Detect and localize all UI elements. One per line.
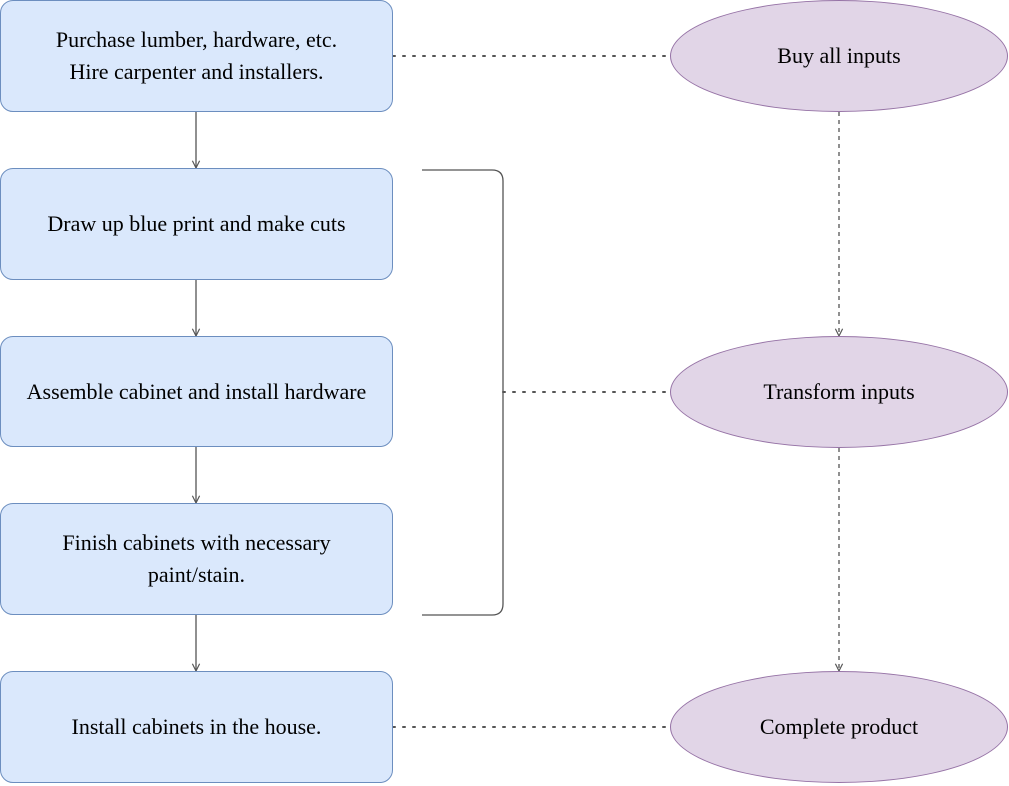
phase-complete-label: Complete product <box>759 714 919 739</box>
phase-buy-label: Buy all inputs <box>777 43 901 68</box>
step-install-label: Install cabinets in the house. <box>71 714 322 740</box>
phase-transform-ellipse: Transform inputs <box>670 336 1008 448</box>
phase-transform-label: Transform inputs <box>763 379 915 404</box>
step-purchase-box: Purchase lumber, hardware, etc. Hire car… <box>0 0 393 112</box>
step-finish-label: Finish cabinets with necessary paint/sta… <box>62 530 331 587</box>
step-install-box: Install cabinets in the house. <box>0 671 393 783</box>
step-assemble-box: Assemble cabinet and install hardware <box>0 336 393 447</box>
step-blueprint-label: Draw up blue print and make cuts <box>47 211 346 237</box>
phase-complete-ellipse: Complete product <box>670 671 1008 783</box>
step-finish-box: Finish cabinets with necessary paint/sta… <box>0 503 393 615</box>
phase-buy-ellipse: Buy all inputs <box>670 0 1008 112</box>
step-purchase-label: Purchase lumber, hardware, etc. Hire car… <box>55 27 338 84</box>
step-blueprint-box: Draw up blue print and make cuts <box>0 168 393 280</box>
step-assemble-label: Assemble cabinet and install hardware <box>26 378 367 404</box>
transform-bracket <box>422 169 504 616</box>
